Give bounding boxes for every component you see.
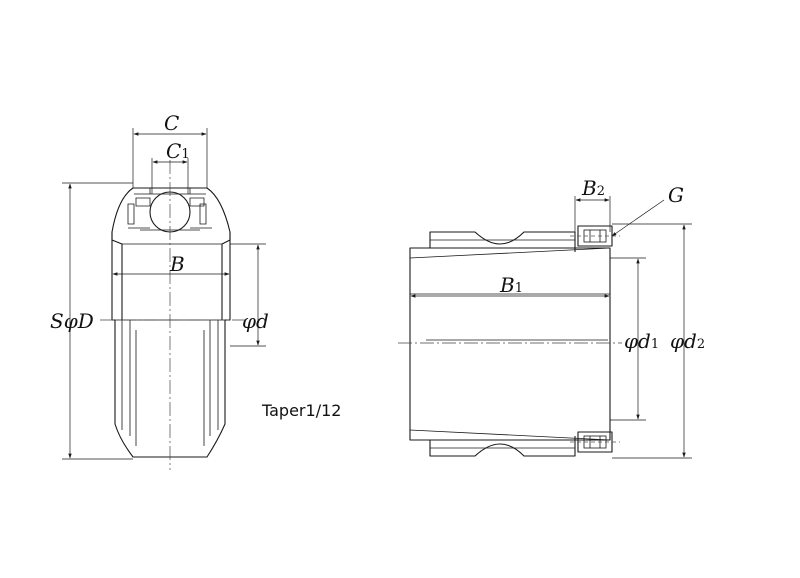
bearing-side-view [100,160,245,470]
seal-right [189,197,212,229]
dim-b-label: B [169,252,185,276]
dim-b1-label: B1 [499,273,523,297]
dim-c1-label: C1 [166,139,190,163]
seal-lower-right [203,320,219,446]
sleeve-dimensions: B2 G B1 φd1 φd2 [410,176,705,459]
dim-d2-label: φd2 [670,329,705,353]
inner-ring-outline [111,232,123,320]
outer-ring-outline [111,187,231,458]
dim-d-label: φd [242,309,269,333]
grease-groove [149,188,191,194]
taper-line-top [409,247,611,259]
dim-g-label: G [668,183,684,207]
dim-b2-label: B2 [581,176,605,200]
dim-c-label: C [164,111,179,135]
taper-line-bottom [409,429,611,441]
dim-d1-label: φd1 [624,329,659,353]
lock-nut-bottom [429,436,576,457]
inner-ring-outline-right [221,232,231,320]
seal-lower-left [121,320,137,446]
bearing-dimensions: C C1 B SφD φd [50,111,269,460]
adapter-sleeve-view [398,225,622,457]
dim-sd-label: SφD [50,309,94,333]
seal-left [127,197,151,229]
dim-g-leader [611,199,665,237]
taper-note: Taper1/12 [261,401,341,420]
lock-nut-top [429,231,576,252]
